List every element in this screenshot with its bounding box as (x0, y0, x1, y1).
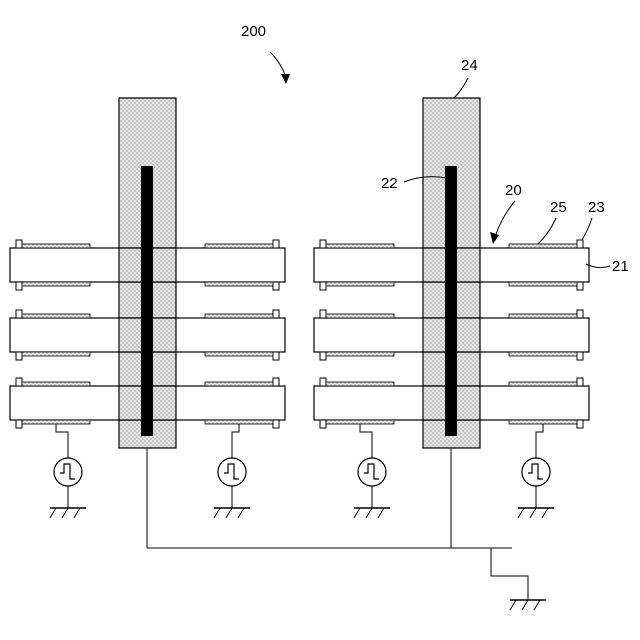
label-21: 21 (612, 258, 629, 275)
label-200: 200 (241, 23, 266, 40)
ground-icon (510, 600, 546, 610)
label-22: 22 (381, 175, 398, 192)
label-23: 23 (588, 199, 605, 216)
label-25: 25 (550, 199, 567, 216)
ground-icon (518, 508, 554, 518)
ac-power-source-icon (218, 458, 246, 486)
ground-icon (354, 508, 390, 518)
label-24: 24 (461, 57, 478, 74)
common-ground-wiring (147, 448, 546, 610)
ground-icon (50, 508, 86, 518)
ac-power-source-icon (358, 458, 386, 486)
ac-power-source-icon (54, 458, 82, 486)
ground-icon (214, 508, 250, 518)
ac-power-source-icon (522, 458, 550, 486)
label-20: 20 (505, 182, 522, 199)
